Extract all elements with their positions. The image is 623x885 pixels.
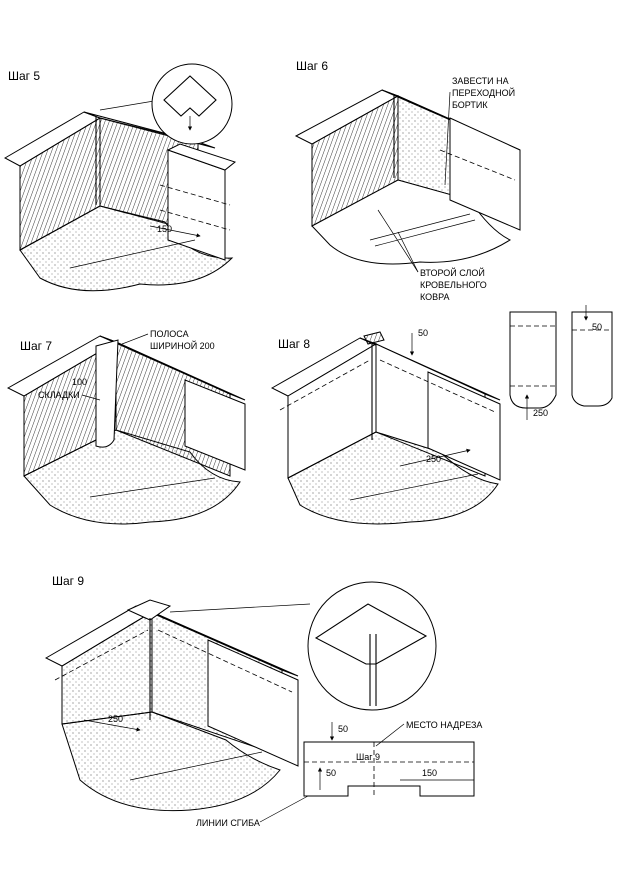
step-9-pattern-label: Шаг 9 [356, 752, 380, 762]
step-7-fold-strip [95, 339, 119, 448]
step-8-side-sheets: 50 250 [509, 305, 613, 420]
step-7-title: Шаг 7 [20, 339, 52, 353]
step-5-dim-150: 150 [157, 224, 172, 234]
step-9-fold-lines: ЛИНИИ СГИБА [196, 818, 260, 828]
step-8-dim-50: 50 [418, 328, 428, 338]
step-9-dim-50-bottom: 50 [326, 768, 336, 778]
step-5-diagram: Шаг 5 150 [3, 63, 237, 292]
step-8-side-dim-250: 250 [533, 408, 548, 418]
step-9-detail-circle [307, 581, 437, 711]
step-8-dim-250: 250 [426, 454, 441, 464]
step-7-diagram: Шаг 7 ПОЛОСА ШИРИНОЙ 200 100 СКЛАДКИ [6, 329, 246, 525]
step-6-note-lead-2: ПЕРЕХОДНОЙ [452, 87, 515, 98]
step-8-diagram: Шаг 8 50 250 50 250 [270, 305, 613, 525]
step-7-dim-100: 100 [72, 377, 87, 387]
step-9-diagram: Шаг 9 250 Шаг 9 50 50 150 [44, 574, 482, 828]
step-9-title: Шаг 9 [52, 574, 84, 588]
step-6-note-lead-3: БОРТИК [452, 100, 488, 110]
step-6-note-layer-1: ВТОРОЙ СЛОЙ [420, 267, 485, 278]
step-7-strip-label-2: ШИРИНОЙ 200 [150, 340, 215, 351]
step-6-note-layer-2: КРОВЕЛЬНОГО [420, 280, 487, 290]
step-9-dim-250: 250 [108, 714, 123, 724]
step-6-note-layer-3: КОВРА [420, 292, 450, 302]
step-9-flat-pattern: Шаг 9 50 50 150 МЕСТО НАДРЕЗА ЛИНИИ СГИБ… [196, 720, 482, 828]
step-5-title: Шаг 5 [8, 69, 40, 83]
step-6-diagram: Шаг 6 ЗАВЕСТИ НА ПЕРЕХОДНОЙ БОРТИК ВТОРО… [294, 59, 521, 302]
step-6-note-lead-1: ЗАВЕСТИ НА [452, 76, 509, 86]
step-7-strip-label-1: ПОЛОСА [150, 329, 189, 339]
step-7-folds-label: СКЛАДКИ [38, 390, 80, 400]
step-9-dim-50-top: 50 [338, 724, 348, 734]
step-5-detail-circle [151, 63, 233, 145]
step-9-dim-150: 150 [422, 768, 437, 778]
step-9-cut-place: МЕСТО НАДРЕЗА [406, 720, 482, 730]
step-8-title: Шаг 8 [278, 337, 310, 351]
step-8-side-dim-50: 50 [592, 322, 602, 332]
step-8-cut-top [363, 331, 385, 345]
step-6-title: Шаг 6 [296, 59, 328, 73]
